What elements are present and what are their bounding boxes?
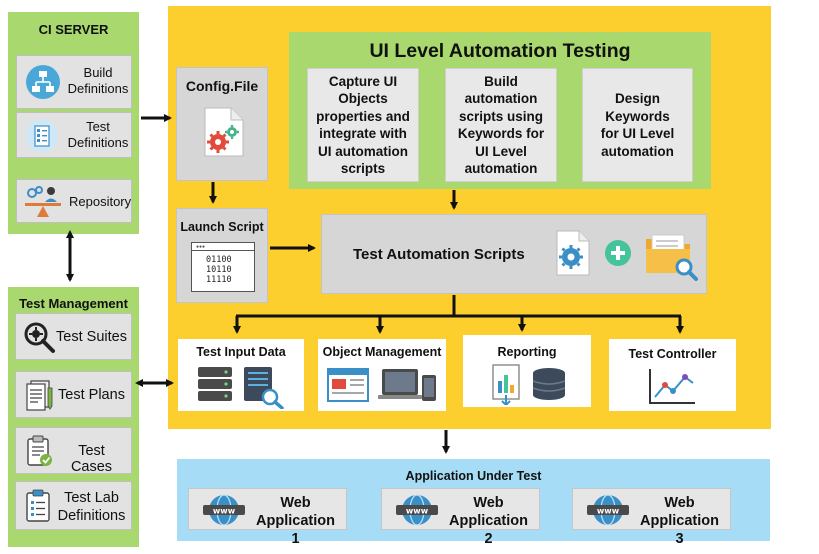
plus-icon <box>604 239 632 267</box>
reporting-box[interactable]: Reporting <box>463 335 591 407</box>
ci-item-test-definitions[interactable]: Test Definitions <box>16 112 132 158</box>
test-suites-icon <box>22 320 56 354</box>
ci-server-panel: CI SERVER Build Definitions Test Definit… <box>8 12 139 234</box>
terminal-dots: ●●● <box>196 244 206 250</box>
binary-line: 10110 <box>206 265 232 275</box>
svg-text:www: www <box>406 507 429 516</box>
launch-script-label: Launch Script <box>180 220 264 234</box>
ci-item-repository[interactable]: Repository <box>16 179 132 223</box>
ci-item-label: Build Definitions <box>67 65 129 96</box>
object-management-box[interactable]: Object Management <box>318 339 446 411</box>
test-management-title: Test Management <box>19 296 128 311</box>
ci-server-title: CI SERVER <box>38 22 109 37</box>
folder-search-icon <box>644 229 700 281</box>
test-input-data-box[interactable]: Test Input Data <box>178 339 304 411</box>
test-plans-icon <box>22 378 56 412</box>
report-database-icon <box>489 363 573 407</box>
reporting-label: Reporting <box>497 345 557 359</box>
test-input-data-label: Test Input Data <box>196 345 286 359</box>
svg-text:www: www <box>597 507 620 516</box>
capture-ui-objects-box[interactable]: Capture UI Objects properties and integr… <box>307 68 419 182</box>
config-file-icon <box>201 106 247 158</box>
test-cases-icon <box>22 434 56 468</box>
test-lab-icon <box>22 489 56 523</box>
web-application-2-label: Web Application 2 <box>449 495 528 547</box>
www-globe-icon: www <box>201 493 247 527</box>
ci-item-label: Test Definitions <box>67 119 129 150</box>
tm-item-label: Test Suites <box>56 329 127 345</box>
build-scripts-text: Build automation scripts using Keywords … <box>457 73 545 177</box>
web-application-3-label: Web Application 3 <box>640 495 719 547</box>
tm-item-test-suites[interactable]: Test Suites <box>15 313 132 360</box>
application-under-test-panel: Application Under Test www Web Applicati… <box>177 459 770 547</box>
tm-item-label: Test Plans <box>58 387 125 403</box>
capture-ui-objects-text: Capture UI Objects properties and integr… <box>316 73 410 177</box>
object-management-label: Object Management <box>322 345 442 359</box>
ci-item-build-definitions[interactable]: Build Definitions <box>16 55 132 109</box>
application-under-test-title: Application Under Test <box>405 469 542 483</box>
web-application-3-box[interactable]: www Web Application 3 <box>572 488 731 547</box>
gear-document-icon <box>553 229 593 277</box>
test-management-panel: Test Management Test Suites Test Plans <box>8 287 139 547</box>
ui-automation-panel: UI Level Automation Testing Capture UI O… <box>289 32 711 189</box>
web-application-2-box[interactable]: www Web Application 2 <box>381 488 540 547</box>
build-definitions-icon <box>25 64 61 100</box>
repository-icon <box>23 184 63 220</box>
tm-item-test-plans[interactable]: Test Plans <box>15 371 132 418</box>
terminal-title-bar <box>192 243 254 251</box>
ui-automation-title: UI Level Automation Testing <box>369 40 631 62</box>
devices-icon <box>326 365 440 407</box>
svg-text:www: www <box>213 507 236 516</box>
line-chart-icon <box>647 367 697 407</box>
www-globe-icon: www <box>394 493 440 527</box>
build-scripts-box[interactable]: Build automation scripts using Keywords … <box>445 68 557 182</box>
binary-text: 01100 10110 11110 <box>206 255 232 285</box>
ci-item-label: Repository <box>69 194 132 209</box>
binary-line: 01100 <box>206 255 232 265</box>
design-keywords-box[interactable]: Design Keywords for UI Level automation <box>582 68 693 182</box>
test-definitions-icon <box>25 119 59 153</box>
test-automation-scripts-box[interactable]: Test Automation Scripts <box>321 214 707 294</box>
tm-item-label: Test Lab Definitions <box>57 490 126 524</box>
terminal-window-icon: ●●● 01100 10110 11110 <box>191 242 255 292</box>
tm-item-test-cases[interactable]: Test Cases <box>15 427 132 475</box>
config-file-label: Config.File <box>185 78 259 94</box>
web-application-1-box[interactable]: www Web Application 1 <box>188 488 347 547</box>
test-controller-box[interactable]: Test Controller <box>609 339 736 411</box>
test-automation-scripts-label: Test Automation Scripts <box>353 246 525 263</box>
design-keywords-text: Design Keywords for UI Level automation <box>600 91 675 159</box>
binary-line: 11110 <box>206 275 232 285</box>
www-globe-icon: www <box>585 493 631 527</box>
tm-item-test-lab-definitions[interactable]: Test Lab Definitions <box>15 481 132 530</box>
test-controller-label: Test Controller <box>628 347 717 361</box>
config-file-box[interactable]: Config.File <box>176 67 268 181</box>
tm-item-label: Test Cases <box>70 443 113 475</box>
web-application-1-label: Web Application 1 <box>256 495 335 547</box>
server-icon <box>196 363 288 410</box>
launch-script-box[interactable]: Launch Script ●●● 01100 10110 11110 <box>176 208 268 303</box>
